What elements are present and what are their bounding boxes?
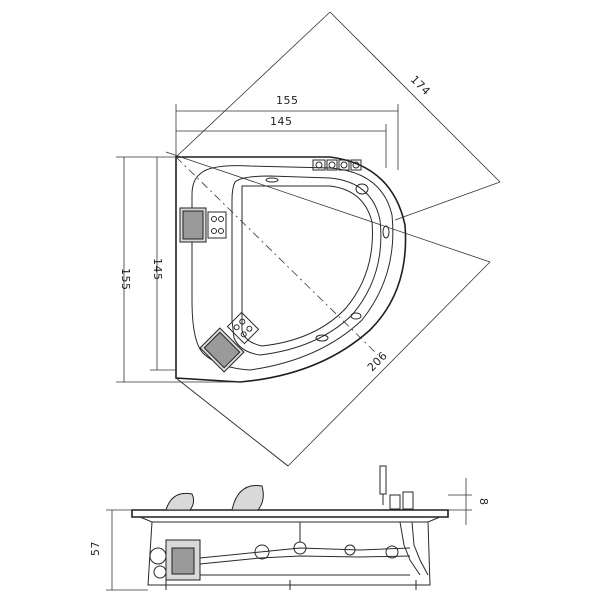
headrest-side-right — [231, 485, 264, 511]
label-8: 8 — [477, 498, 490, 506]
headrest-bottom-group — [199, 327, 245, 373]
jet-fitting-icon — [254, 544, 270, 560]
dim-line-174 — [329, 11, 501, 183]
jet-nozzle — [350, 312, 362, 320]
control-knob-dot — [315, 161, 323, 169]
drain-pipe — [411, 521, 429, 576]
control-knob-dot — [352, 161, 360, 169]
dim-ext — [175, 11, 331, 158]
diagonal-centerline — [175, 156, 379, 356]
jet-icon — [211, 216, 217, 222]
jet-nozzle — [382, 225, 390, 239]
control-panel — [312, 159, 362, 171]
control-knob-dot — [328, 161, 336, 169]
control-knob-dot — [340, 161, 348, 169]
jet-panel-bottom-group — [226, 311, 260, 345]
jet-panel-bottom — [226, 311, 260, 345]
dim-ext — [394, 181, 501, 221]
jet-fitting-icon — [385, 545, 399, 559]
jet-icon — [239, 318, 246, 325]
jet-panel-top — [207, 211, 227, 239]
dim-ext — [175, 377, 289, 467]
control-knob — [350, 159, 362, 171]
jet-icon — [240, 331, 247, 338]
tub-rim-lip — [139, 516, 441, 523]
label-155-top: 155 — [276, 94, 299, 107]
label-155-left: 155 — [119, 268, 132, 291]
jet-icon — [211, 228, 217, 234]
jet-nozzle — [265, 177, 279, 183]
pump-motor — [149, 539, 201, 581]
top-view: 155 145 155 145 174 206 — [116, 11, 501, 467]
dim-line-206-diag — [287, 261, 491, 467]
headrest-top-inner — [182, 210, 204, 240]
jet-icon — [233, 324, 240, 331]
jet-nozzle — [315, 334, 329, 342]
control-knob — [312, 159, 326, 171]
control-knob — [338, 159, 350, 171]
jet-fitting-icon — [344, 544, 356, 556]
tub-rim — [131, 509, 449, 518]
faucet-icon — [389, 494, 401, 510]
drain-icon — [355, 183, 369, 195]
jet-icon — [246, 325, 253, 332]
tub-basin — [231, 175, 382, 356]
headrest-bottom-inner — [203, 331, 241, 369]
faucet-icon — [402, 491, 414, 510]
side-view: 57 8 — [89, 465, 490, 591]
jet-icon — [218, 228, 224, 234]
control-knob — [326, 159, 338, 171]
tub-outer-outline — [175, 156, 407, 383]
jet-icon — [218, 216, 224, 222]
label-174: 174 — [408, 73, 433, 98]
headrest-side-left — [165, 492, 195, 511]
water-pipe — [199, 555, 411, 565]
label-145-left: 145 — [151, 258, 164, 281]
dim-line-206 — [165, 151, 491, 263]
water-pipe — [199, 547, 411, 559]
label-145-top: 145 — [270, 115, 293, 128]
drain-pipe — [399, 521, 421, 576]
handshower-icon — [379, 465, 387, 495]
label-206: 206 — [365, 349, 390, 374]
tub-basin-inner-line — [241, 185, 373, 347]
label-57: 57 — [89, 541, 102, 556]
